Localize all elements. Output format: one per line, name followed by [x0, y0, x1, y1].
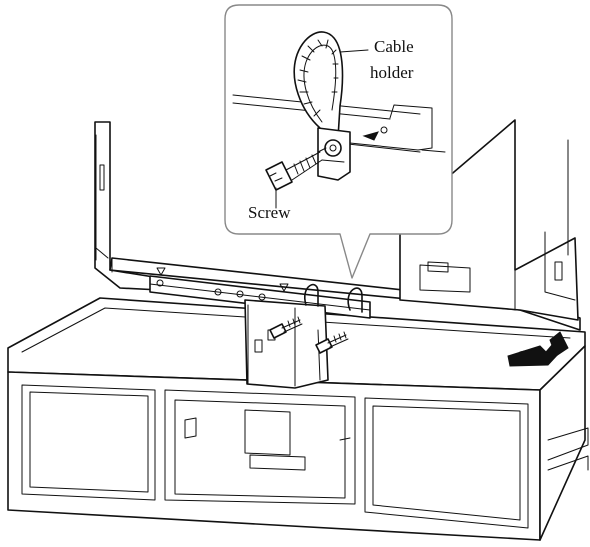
screw-small	[315, 331, 349, 354]
cable-holder-label: Cable	[374, 37, 414, 56]
cable-holder-detail	[293, 31, 351, 181]
mark-triangle-icon	[156, 267, 166, 276]
screw-detail	[265, 147, 327, 191]
mark-triangle-icon	[279, 283, 289, 292]
hand-push-icon	[507, 331, 569, 367]
tv-stand	[7, 297, 589, 541]
cable-holder-label: holder	[370, 63, 414, 82]
tv-back-panel	[94, 119, 581, 389]
detail-callout: Cable holder Screw	[224, 4, 453, 279]
screw-small	[269, 316, 303, 339]
screw-label: Screw	[248, 203, 291, 222]
cable-holder-small	[303, 283, 363, 313]
